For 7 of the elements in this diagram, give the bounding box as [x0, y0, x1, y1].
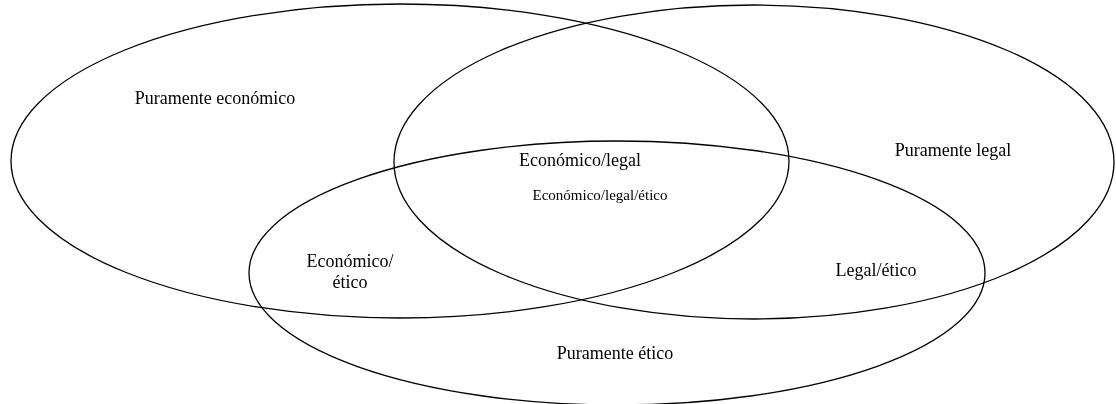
- region-label: Legal/ético: [835, 259, 917, 281]
- region-label: Puramente legal: [894, 139, 1012, 161]
- region-label: Puramente ético: [556, 342, 674, 364]
- region-label: Puramente económico: [134, 87, 296, 109]
- region-label: Económico/legal/ético: [532, 186, 668, 204]
- region-label: Económico/legal: [519, 149, 641, 171]
- region-label: Económico/ ético: [305, 251, 395, 293]
